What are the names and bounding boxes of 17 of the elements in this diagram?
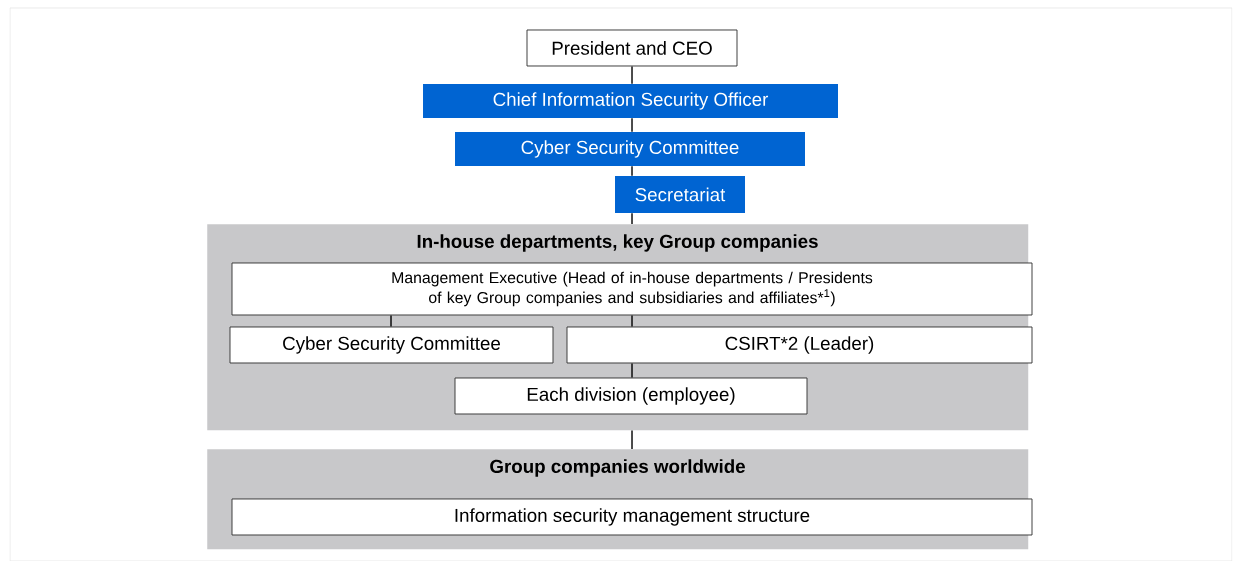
structure-box: Information security management structure (231, 498, 1033, 536)
division-box: Each division (employee) (454, 377, 808, 415)
connector-line (390, 314, 392, 328)
connector-line (631, 314, 633, 328)
csirt-box: CSIRT*2 (Leader) (566, 326, 1033, 364)
title-box: President and CEO (526, 29, 738, 67)
connector-line (631, 429, 633, 450)
committee-box: Cyber Security Committee (229, 326, 554, 364)
secretariat-box: Secretariat (615, 176, 745, 213)
connector-line (631, 165, 633, 177)
connector-line (631, 212, 633, 225)
executive-box: Management Executive (Head of in-house departments / Presidents of key Group companies and subsidiaries and affiliates*$^{1}$) (231, 262, 1033, 316)
committee-box: Cyber Security Committee (455, 132, 805, 166)
role-box: Chief Information Security Officer (423, 84, 838, 118)
connector-line (631, 117, 633, 133)
connector-line (631, 362, 633, 379)
connector-line (631, 65, 633, 85)
